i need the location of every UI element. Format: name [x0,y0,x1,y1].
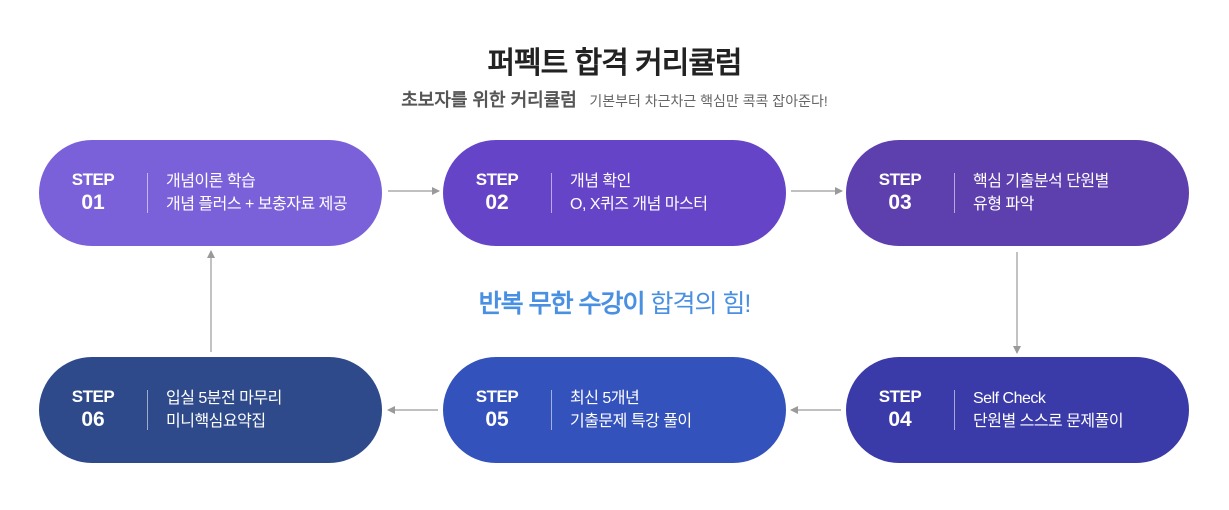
slogan-bold: 반복 무한 수강이 [478,290,646,318]
step-badge: STEP 01 [39,170,147,216]
step-divider [147,173,148,213]
step-desc-line1: 개념이론 학습 [166,173,256,190]
center-slogan: 반복 무한 수강이 합격의 힘! [0,284,1229,320]
step-number: 06 [81,408,105,431]
step-number: 05 [485,408,509,431]
step-label: STEP [878,170,922,189]
step-divider [147,390,148,430]
step-desc-line2: 기출문제 특강 풀이 [570,413,692,430]
step-label: STEP [475,170,519,189]
step-desc-line1: Self Check [973,390,1046,407]
step-desc-line1: 최신 5개년 [570,390,640,407]
page-subtitle: 초보자를 위한 커리큘럼 기본부터 차근차근 핵심만 콕콕 잡아준다! [0,86,1229,112]
step-description: 최신 5개년 기출문제 특강 풀이 [570,387,692,433]
step-description: 입실 5분전 마무리 미니핵심요약집 [166,387,282,433]
step-number: 03 [888,191,912,214]
step-divider [551,390,552,430]
step-badge: STEP 02 [443,170,551,216]
step-label: STEP [878,387,922,406]
step-badge: STEP 03 [846,170,954,216]
subtitle-strong: 초보자를 위한 커리큘럼 [401,90,577,110]
step-label: STEP [71,170,115,189]
step-description: Self Check 단원별 스스로 문제풀이 [973,387,1124,433]
step-card-05: STEP 05 최신 5개년 기출문제 특강 풀이 [443,357,786,463]
step-card-02: STEP 02 개념 확인 O, X퀴즈 개념 마스터 [443,140,786,246]
step-label: STEP [71,387,115,406]
step-card-04: STEP 04 Self Check 단원별 스스로 문제풀이 [846,357,1189,463]
step-badge: STEP 04 [846,387,954,433]
step-desc-line2: 단원별 스스로 문제풀이 [973,413,1124,430]
step-description: 핵심 기출분석 단원별 유형 파악 [973,170,1109,216]
step-desc-line2: 개념 플러스 + 보충자료 제공 [166,196,348,213]
step-badge: STEP 06 [39,387,147,433]
step-number: 02 [485,191,509,214]
step-desc-line1: 핵심 기출분석 단원별 [973,173,1109,190]
page-title: 퍼펙트 합격 커리큘럼 [487,47,742,80]
step-card-06: STEP 06 입실 5분전 마무리 미니핵심요약집 [39,357,382,463]
step-number: 01 [81,191,105,214]
step-label: STEP [475,387,519,406]
step-desc-line1: 입실 5분전 마무리 [166,390,282,407]
step-number: 04 [888,408,912,431]
step-desc-line2: 미니핵심요약집 [166,413,266,430]
step-desc-line2: 유형 파악 [973,196,1034,213]
step-desc-line2: O, X퀴즈 개념 마스터 [570,196,708,213]
step-card-01: STEP 01 개념이론 학습 개념 플러스 + 보충자료 제공 [39,140,382,246]
step-desc-line1: 개념 확인 [570,173,631,190]
step-description: 개념이론 학습 개념 플러스 + 보충자료 제공 [166,170,348,216]
step-badge: STEP 05 [443,387,551,433]
step-divider [551,173,552,213]
step-divider [954,173,955,213]
step-card-03: STEP 03 핵심 기출분석 단원별 유형 파악 [846,140,1189,246]
slogan-normal: 합격의 힘! [644,290,751,318]
step-divider [954,390,955,430]
subtitle-light: 기본부터 차근차근 핵심만 콕콕 잡아준다! [589,93,828,109]
step-description: 개념 확인 O, X퀴즈 개념 마스터 [570,170,708,216]
